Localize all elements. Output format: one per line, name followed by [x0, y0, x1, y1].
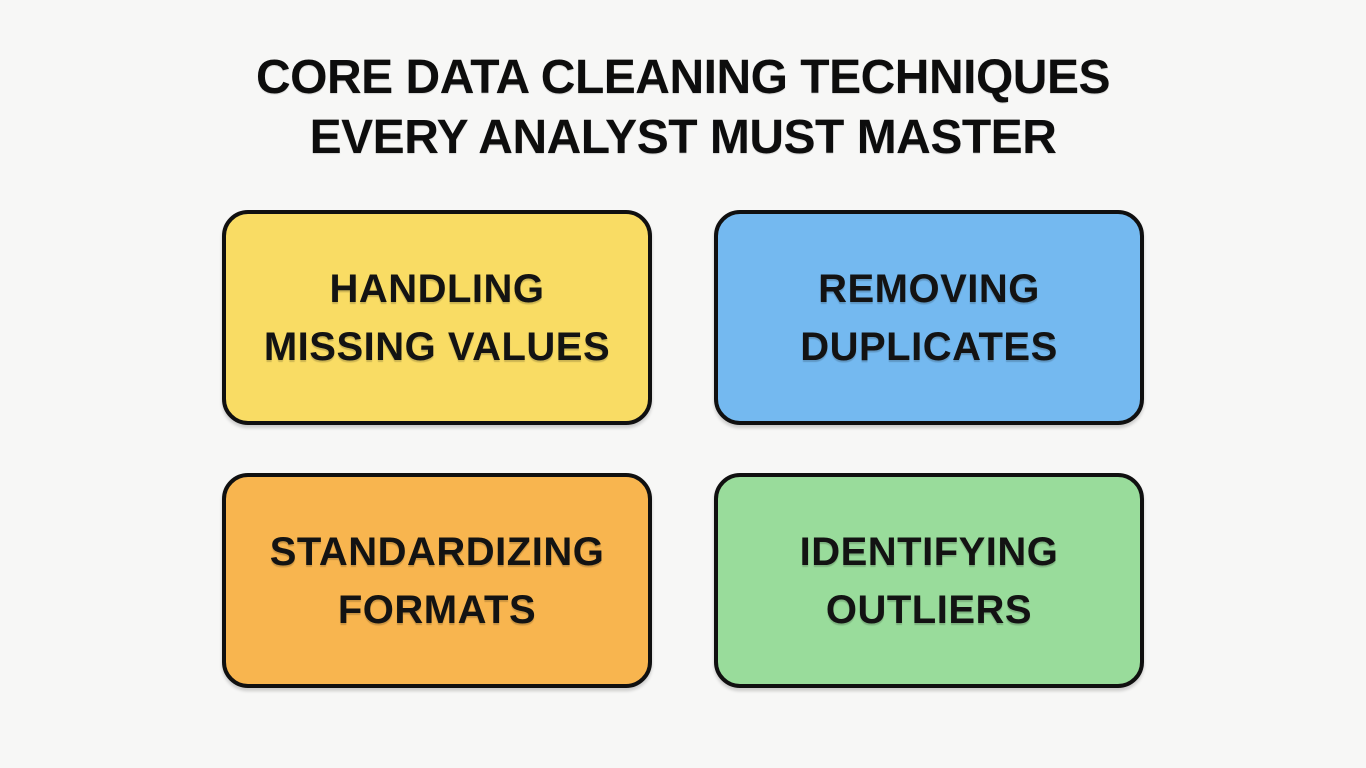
page-title-line-1: CORE DATA CLEANING TECHNIQUES — [256, 51, 1110, 104]
card-label-line: STANDARDIZING — [269, 529, 605, 574]
card-identifying-outliers: IDENTIFYING OUTLIERS — [714, 473, 1144, 688]
card-label-line: REMOVING — [818, 266, 1040, 311]
card-standardizing-formats: STANDARDIZING FORMATS — [222, 473, 652, 688]
card-label-line: OUTLIERS — [825, 587, 1033, 632]
card-handling-missing-values: HANDLING MISSING VALUES — [222, 210, 652, 425]
card-label-line: IDENTIFYING — [799, 529, 1059, 574]
card-label-line: DUPLICATES — [800, 324, 1058, 369]
card-removing-duplicates: REMOVING DUPLICATES — [714, 210, 1144, 425]
page-title-line-2: EVERY ANALYST MUST MASTER — [309, 111, 1057, 164]
techniques-grid: HANDLING MISSING VALUES REMOVING DUPLICA… — [222, 210, 1144, 688]
card-label-line: FORMATS — [337, 587, 537, 632]
card-label-line: HANDLING — [329, 266, 545, 311]
card-label-line: MISSING VALUES — [263, 324, 611, 369]
page-title: CORE DATA CLEANING TECHNIQUES EVERY ANAL… — [0, 48, 1366, 168]
